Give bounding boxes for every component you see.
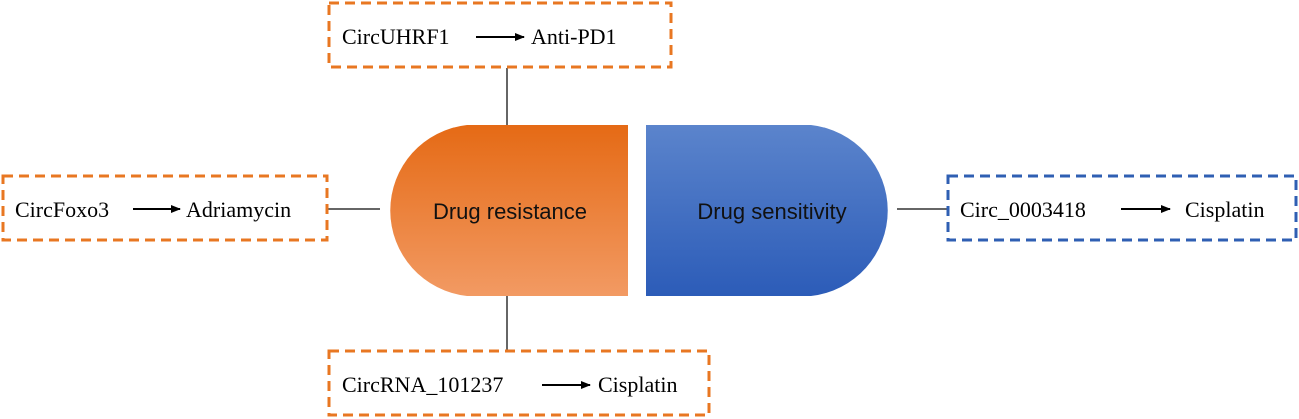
box-bottom: CircRNA_101237 Cisplatin	[327, 349, 711, 417]
box-left-target: Adriamycin	[186, 197, 291, 222]
drug-sensitivity-capsule: Drug sensitivity	[646, 125, 888, 296]
box-left-border	[1, 174, 329, 242]
drug-sensitivity-label: Drug sensitivity	[697, 199, 846, 224]
box-right: Circ_0003418 Cisplatin	[946, 174, 1298, 242]
box-right-source: Circ_0003418	[960, 197, 1086, 222]
drug-sensitivity-shape	[646, 125, 888, 296]
box-bottom-source: CircRNA_101237	[342, 372, 503, 397]
box-top-border	[327, 1, 673, 69]
box-right-target: Cisplatin	[1185, 197, 1264, 222]
drug-resistance-label: Drug resistance	[433, 199, 587, 224]
box-right-border	[946, 174, 1298, 242]
drug-resistance-shape	[390, 125, 628, 296]
box-bottom-border	[327, 349, 711, 417]
box-left: CircFoxo3 Adriamycin	[1, 174, 329, 242]
box-left-source: CircFoxo3	[15, 197, 109, 222]
box-top-target: Anti-PD1	[531, 24, 617, 49]
drug-resistance-capsule: Drug resistance	[390, 125, 628, 296]
box-top-source: CircUHRF1	[342, 24, 450, 49]
box-top: CircUHRF1 Anti-PD1	[327, 1, 673, 69]
box-bottom-target: Cisplatin	[598, 372, 677, 397]
